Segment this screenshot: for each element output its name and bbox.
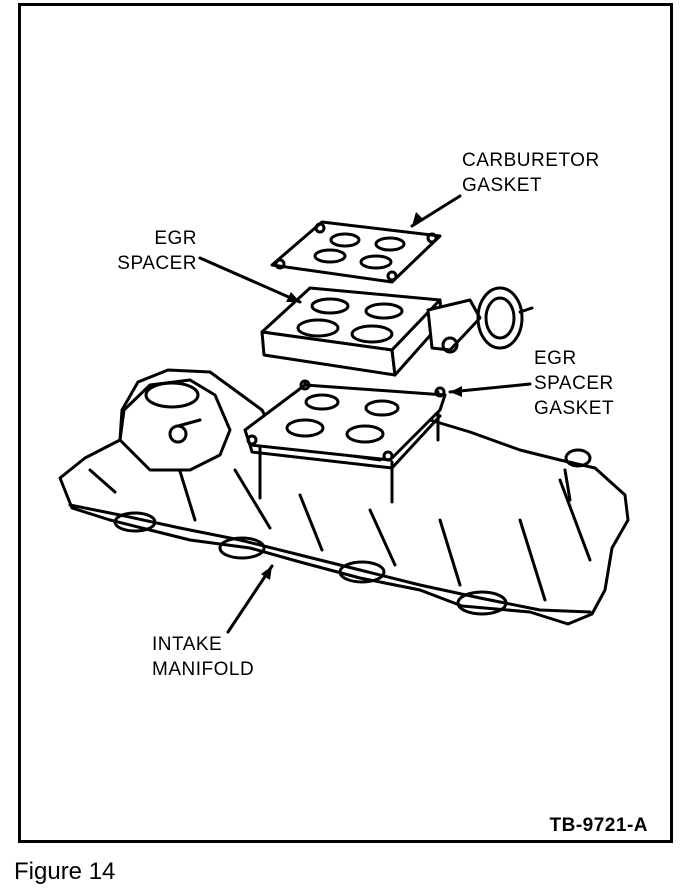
label-intake-manifold: INTAKE MANIFOLD: [152, 634, 255, 680]
egr-spacer-leader: [198, 256, 302, 304]
figure-caption: Figure 14: [14, 858, 116, 885]
carburetor-gasket-drawing: [270, 220, 442, 284]
arrowheads: [261, 212, 462, 580]
label-egr-spacer-gasket: EGR SPACER GASKET: [534, 348, 615, 419]
egr-spacer-gasket-drawing: [243, 379, 447, 470]
intake-manifold-leader: [226, 564, 274, 634]
egr-spacer-drawing: [260, 286, 534, 377]
reference-code: TB-9721-A: [549, 815, 648, 836]
label-egr-spacer: EGR SPACER: [117, 228, 197, 274]
figure-frame: [18, 3, 673, 843]
egr-spacer-gasket-leader: [448, 382, 532, 394]
intake-manifold-drawing: [58, 368, 630, 626]
label-carburetor-gasket: CARBURETOR GASKET: [462, 150, 600, 196]
